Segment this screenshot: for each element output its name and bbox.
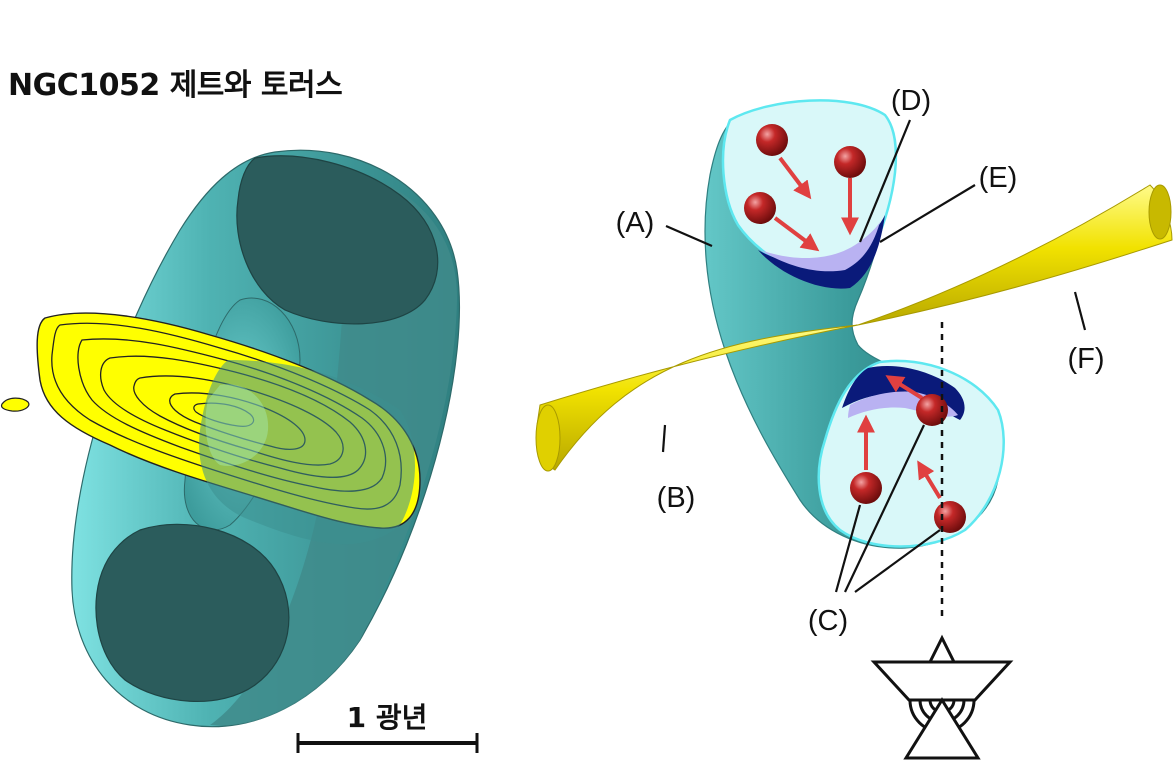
telescope-icon xyxy=(870,634,1014,760)
particle-5 xyxy=(850,472,882,504)
upper-absorber-light xyxy=(760,222,880,272)
arrow-1 xyxy=(778,156,812,200)
particle-4 xyxy=(916,394,948,426)
upper-absorber-dark xyxy=(758,215,885,289)
label-e: (E) xyxy=(979,162,1018,194)
right-schematic: (A) (B) (C) (D) (E) (F) xyxy=(535,85,1173,760)
particle-6 xyxy=(934,501,966,533)
label-b: (B) xyxy=(657,482,696,514)
label-f: (F) xyxy=(1067,343,1104,375)
arrow-6 xyxy=(917,460,942,500)
arrow-4 xyxy=(885,375,924,400)
scale-bar: 1 광년 xyxy=(296,701,479,753)
arrow-3 xyxy=(773,216,820,252)
label-d: (D) xyxy=(891,85,931,117)
leader-lines xyxy=(661,119,1087,593)
particle-2 xyxy=(834,146,866,178)
contour-small-blob xyxy=(0,397,30,412)
particle-1 xyxy=(756,124,788,156)
jet-right-cone xyxy=(857,184,1173,326)
label-a: (A) xyxy=(616,207,655,239)
figure-title: NGC1052 제트와 토러스 xyxy=(8,68,343,103)
jet-right-end xyxy=(1148,184,1172,240)
label-c: (C) xyxy=(808,605,848,637)
torus-glow xyxy=(205,384,269,466)
jet-left-end xyxy=(535,404,561,472)
left-torus-figure: 1 광년 xyxy=(0,149,479,753)
torus-front-overlay xyxy=(199,360,415,545)
torus-upper-cap xyxy=(236,155,439,325)
upper-particles xyxy=(744,124,866,252)
scale-bar-label: 1 광년 xyxy=(347,701,428,734)
torus-lower-cap xyxy=(95,523,290,703)
particle-3 xyxy=(744,192,776,224)
lower-particles xyxy=(850,375,966,533)
